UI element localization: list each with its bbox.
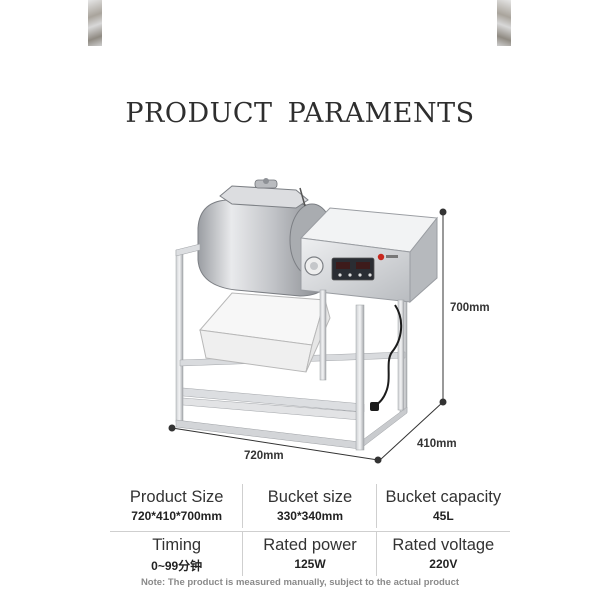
- spec-value: 45L: [432, 509, 454, 523]
- spec-cell: Product Size 720*410*700mm: [110, 482, 244, 530]
- spec-row: Product Size 720*410*700mm Bucket size 3…: [110, 482, 510, 530]
- page-title: PRODUCT PARAMENTS: [125, 98, 475, 129]
- dimension-height: 700mm: [450, 302, 490, 314]
- spec-table: Product Size 720*410*700mm Bucket size 3…: [110, 482, 510, 578]
- divider: [375, 532, 377, 576]
- spec-label: Product Size: [129, 488, 224, 506]
- spec-value: 125W: [294, 557, 326, 571]
- spec-value: 220V: [429, 557, 458, 571]
- disclaimer-note: Note: The product is measured manually, …: [140, 577, 460, 588]
- spec-label: Rated power: [263, 536, 357, 554]
- spec-cell: Bucket size 330*340mm: [243, 482, 377, 530]
- spec-cell: Rated voltage 220V: [377, 530, 510, 578]
- machine-legs: [175, 243, 405, 451]
- power-cord: [370, 304, 403, 411]
- spec-label: Rated voltage: [392, 536, 495, 554]
- divider: [375, 484, 377, 528]
- spec-cell: Rated power 125W: [243, 530, 377, 578]
- spec-row: Timing 0~99分钟 Rated power 125W Rated vol…: [110, 530, 510, 578]
- dimension-depth: 410mm: [417, 438, 457, 450]
- spec-label: Timing: [152, 536, 202, 554]
- spec-cell: Timing 0~99分钟: [110, 530, 244, 578]
- spec-label: Bucket capacity: [385, 488, 502, 506]
- divider: [242, 484, 244, 528]
- control-box: [299, 207, 438, 304]
- dimension-lines: [168, 208, 447, 464]
- decorative-strip-right: [497, 0, 511, 46]
- divider: [110, 531, 510, 532]
- spec-value: 0~99分钟: [151, 559, 203, 573]
- dimension-width: 720mm: [244, 450, 284, 462]
- spec-value: 720*410*700mm: [131, 509, 223, 523]
- divider: [242, 532, 244, 576]
- spec-label: Bucket size: [267, 488, 353, 506]
- decorative-strip-left: [88, 0, 102, 46]
- spec-value: 330*340mm: [276, 509, 344, 523]
- spec-cell: Bucket capacity 45L: [377, 482, 510, 530]
- white-tray: [199, 292, 331, 373]
